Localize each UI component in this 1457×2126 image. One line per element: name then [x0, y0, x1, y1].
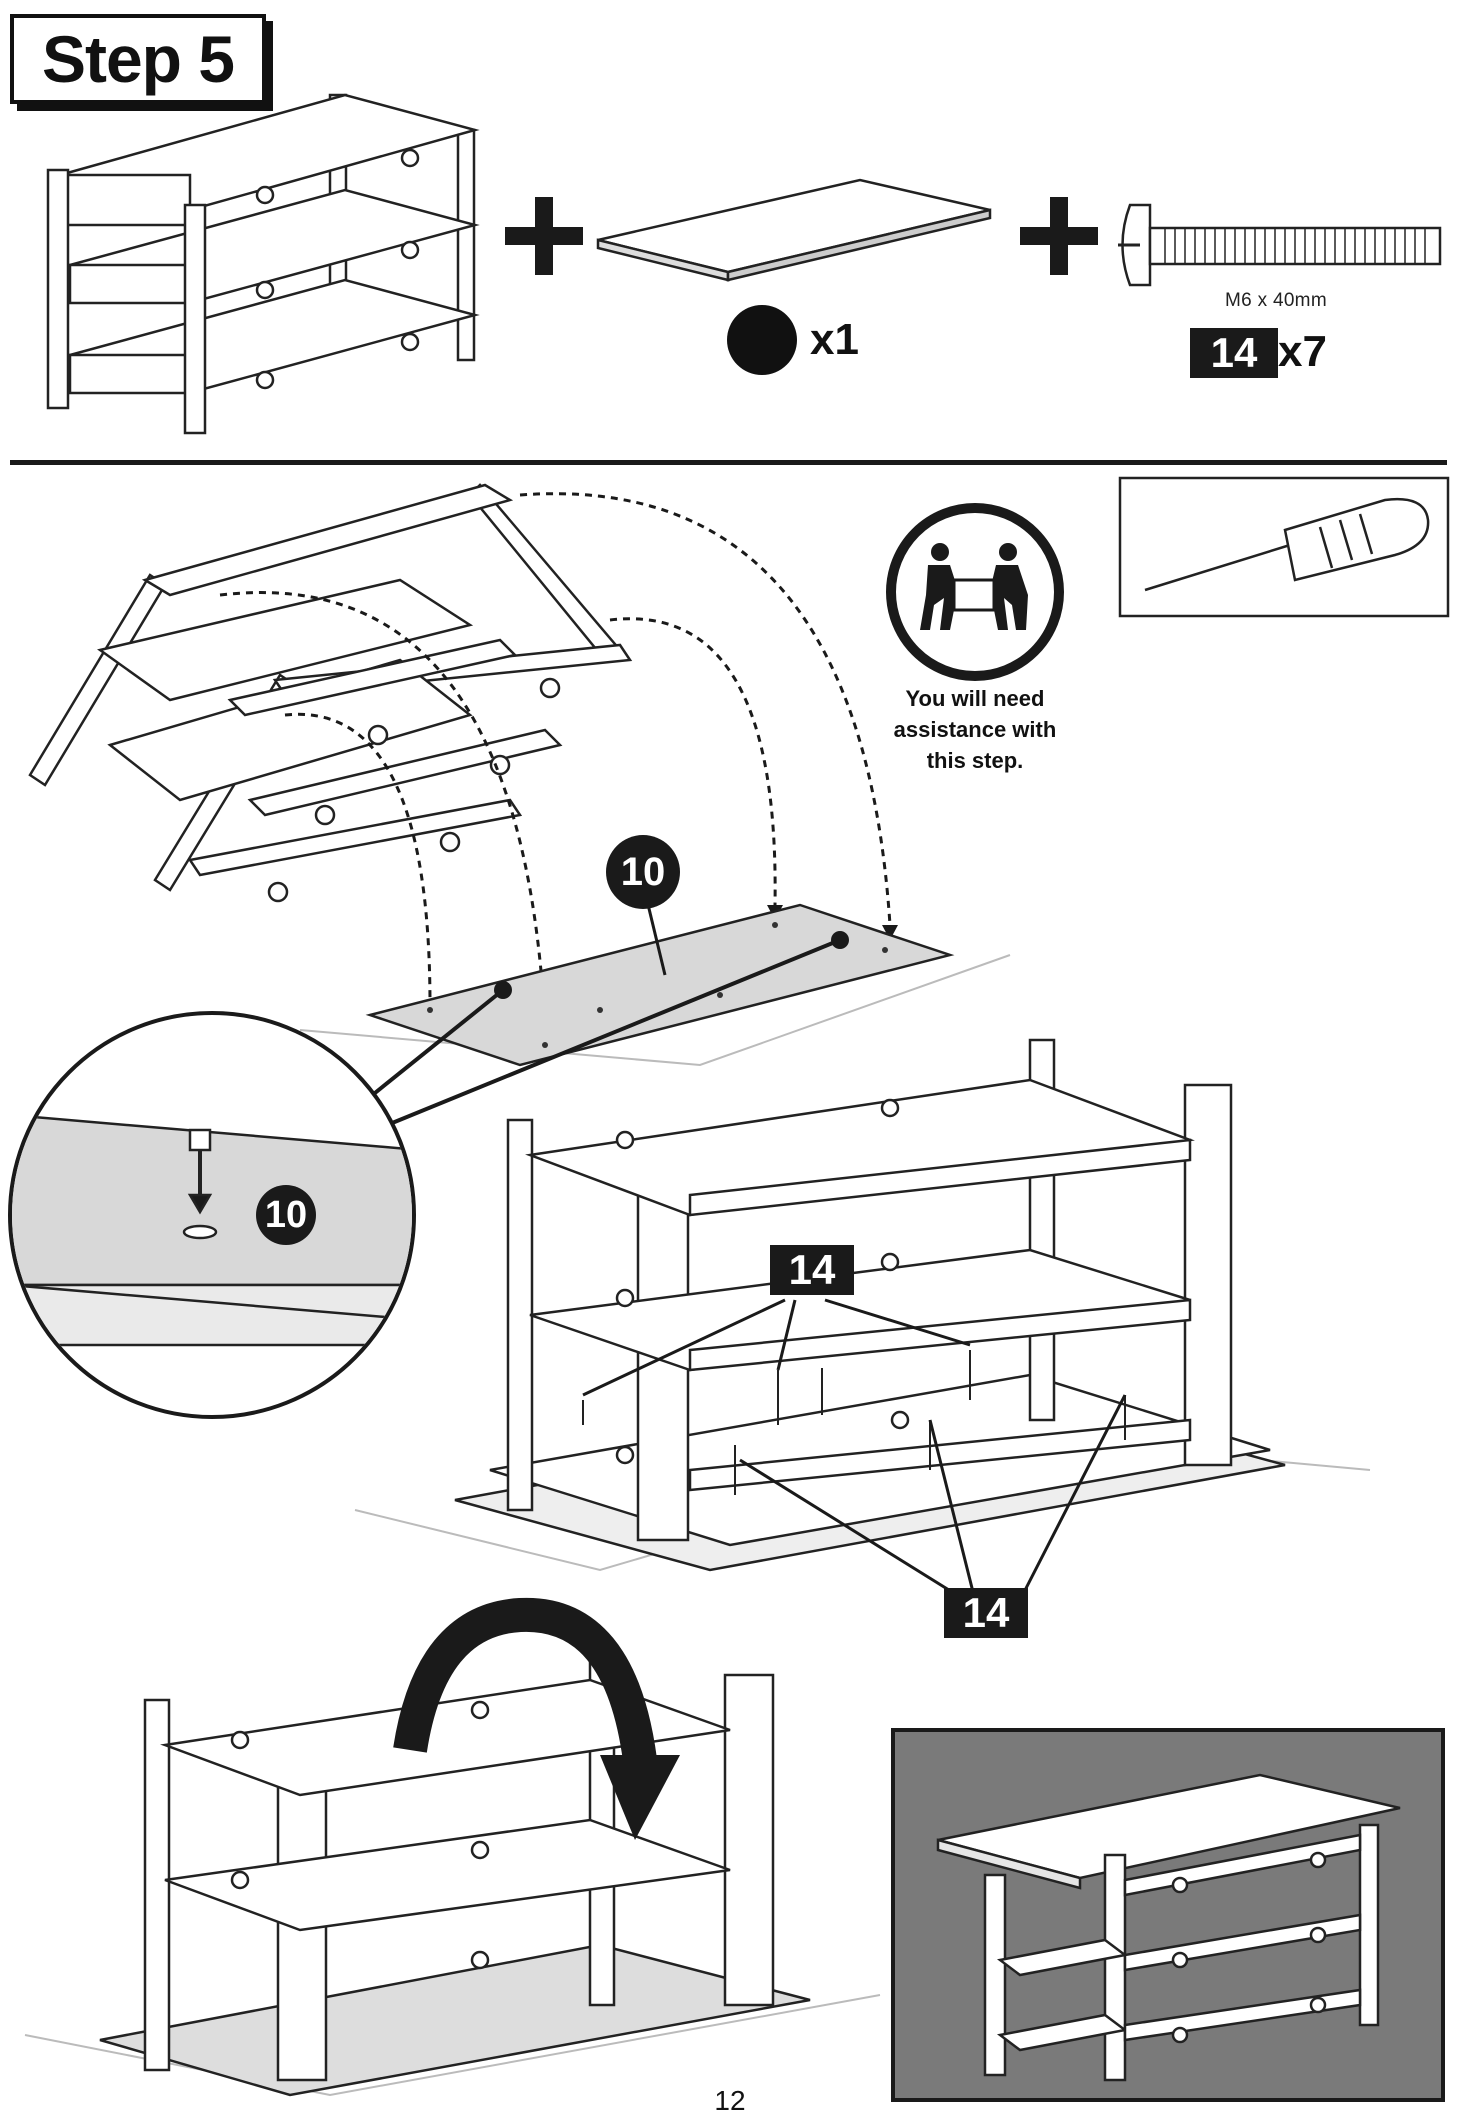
screw-quantity: x7	[1278, 327, 1327, 376]
assistance-note: You will need assistance with this step.	[870, 683, 1080, 776]
plus-icon-2	[1020, 197, 1098, 275]
assistance-line-2: assistance with	[893, 717, 1057, 742]
finished-table-box	[891, 1728, 1445, 2102]
panel-10-badge-bg	[606, 835, 680, 909]
screw-icon	[1118, 203, 1442, 287]
screwdriver-icon	[1118, 476, 1450, 618]
rotate-frame-illustration	[24, 1643, 881, 2097]
plus-icon	[505, 197, 583, 275]
two-person-lift-icon	[886, 503, 1064, 681]
zoom-detail-circle	[8, 1011, 416, 1419]
panel-marker	[727, 305, 797, 375]
screw-part-badge: 14	[1190, 328, 1278, 378]
assistance-line-3: this step.	[926, 748, 1024, 773]
panel-quantity: x1	[810, 315, 859, 364]
assistance-line-1: You will need	[905, 686, 1045, 711]
zoom-leader-lines	[358, 938, 841, 1132]
zoom-panel-10-label: 10	[256, 1185, 316, 1245]
panel-icon	[596, 178, 992, 282]
screw-14-leaders	[582, 1298, 1127, 1602]
panel-10-label: 10	[620, 850, 666, 894]
section-divider	[10, 460, 1447, 465]
rotate-arrow-icon	[393, 1597, 680, 1840]
step-title: Step 5	[10, 14, 266, 104]
dashed-guide-arcs	[219, 492, 892, 1026]
upside-down-frame-illustration	[354, 1038, 1371, 1572]
tilted-frame-illustration	[28, 483, 633, 903]
screw-14-callout-bottom: 14	[944, 1588, 1028, 1638]
screw-14-callout-top: 14	[770, 1245, 854, 1295]
screw-spec-label: M6 x 40mm	[1225, 290, 1327, 311]
frame-small-illustration	[46, 93, 480, 435]
page-number: 12	[714, 2085, 746, 2116]
